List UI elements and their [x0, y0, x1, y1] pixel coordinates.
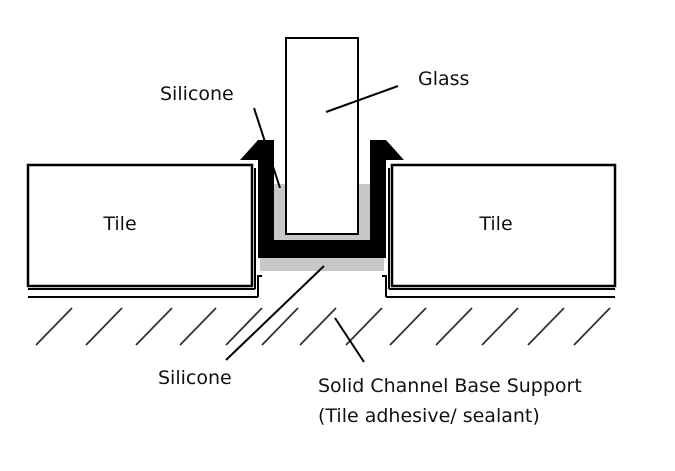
label-silicone-top: Silicone — [160, 83, 234, 105]
silicone-bed — [260, 256, 384, 271]
label-silicone-bottom: Silicone — [158, 367, 232, 389]
label-base-support-line1: Solid Channel Base Support — [318, 375, 582, 397]
silicone-channel-fill — [274, 184, 370, 240]
label-tile-left: Tile — [102, 213, 136, 235]
label-base-support-line2: (Tile adhesive/ sealant) — [318, 405, 540, 427]
label-tile-right: Tile — [478, 213, 512, 235]
u-channel — [240, 140, 404, 258]
label-glass: Glass — [418, 68, 469, 90]
leader-glass — [325, 85, 399, 113]
leader-silicone-bottom — [225, 265, 325, 361]
tile-right — [388, 163, 617, 290]
tile-left — [26, 163, 256, 290]
leader-base-support — [334, 317, 365, 363]
substrate-hatching — [35, 307, 611, 346]
leader-lines — [225, 85, 399, 363]
leader-silicone-top — [253, 107, 281, 189]
glass-panel — [285, 37, 359, 235]
adhesive-bed-lines — [28, 275, 615, 298]
